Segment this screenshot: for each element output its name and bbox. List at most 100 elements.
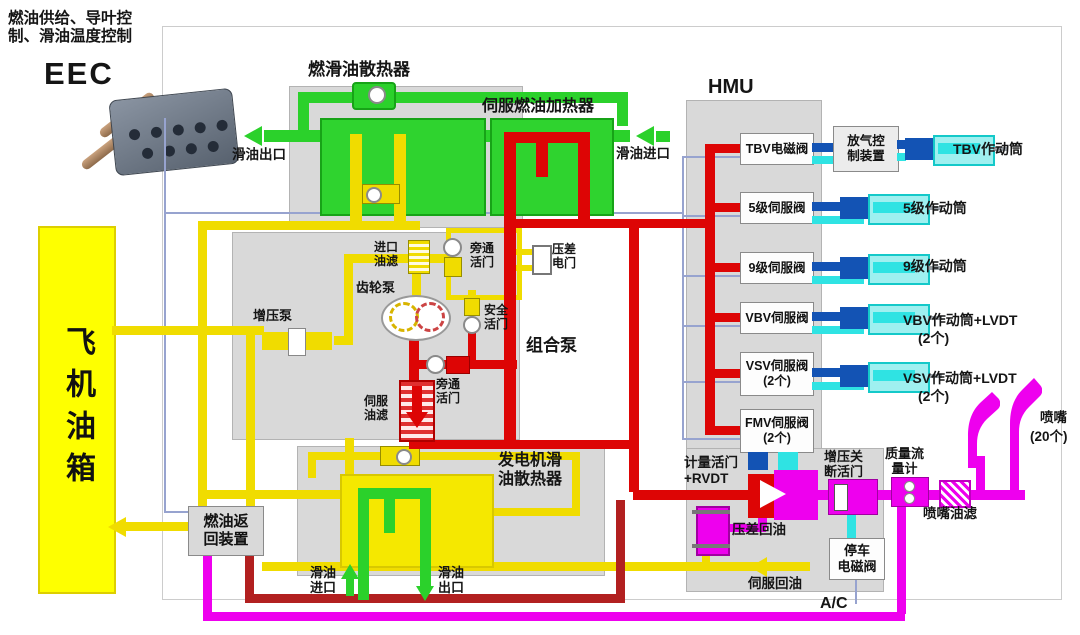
- oil-outlet-arrow: [244, 126, 262, 146]
- gen-cooler-pipe: [308, 452, 316, 478]
- actuator-rod: [938, 143, 980, 154]
- gear-pump-label: 齿轮泵: [356, 280, 396, 295]
- inlet-filter-label: 进口油滤: [374, 240, 399, 269]
- bleed-control-label: 制装置: [847, 149, 885, 163]
- hmu-valve-stub: [715, 203, 740, 212]
- servo-filter-flow: [412, 386, 422, 412]
- bypass-valve2-ball: [426, 355, 445, 374]
- return-device-label: 燃油返: [203, 513, 249, 530]
- inlet-filter-symbol: [408, 240, 430, 274]
- actuator-rod: [873, 312, 915, 323]
- actuator-body: [840, 197, 868, 219]
- gen-cooler-valve-ball: [396, 449, 412, 465]
- stage5-actuator-label: 5级作动筒: [903, 200, 967, 216]
- metering-valve-triangle: [760, 480, 786, 508]
- vsv-actuator-label: VSV作动筒+LVDT: [903, 370, 1017, 386]
- hp-pipe-gearpump-out: [409, 334, 419, 380]
- gen-cooler-pipe: [308, 452, 580, 460]
- vbv-actuator-count: (2个): [918, 330, 950, 346]
- fuel-nozzle: [968, 392, 1000, 468]
- actuator-rod: [873, 202, 915, 213]
- bypass-valve2-label: 旁通活门: [436, 377, 461, 406]
- hp-return-pipe: [616, 500, 625, 600]
- nozzles-count-label: (20个): [1030, 429, 1068, 444]
- hmu-valve-stub: [715, 313, 740, 322]
- tbv-actuator-label: TBV作动筒: [953, 141, 1023, 157]
- metered-pipe: [818, 490, 828, 500]
- metered-bottom-pipe: [203, 612, 905, 621]
- gen-oil-inlet-stem: [346, 578, 354, 596]
- shutoff-valve-piston: [834, 484, 848, 511]
- tank-label: 飞机油箱: [61, 326, 94, 494]
- oil-inlet-label: 滑油进口: [616, 146, 670, 161]
- hp-downcomer-pipe: [629, 228, 639, 492]
- servo-filter-label: 伺服油滤: [364, 394, 389, 423]
- bypass-valve2-symbol: [426, 354, 470, 374]
- actuation-pipe: [812, 368, 842, 377]
- eec-signal-line: [164, 118, 166, 512]
- metered-pipe: [927, 490, 941, 500]
- hmu-valve-stub: [715, 426, 740, 435]
- fmv-servo-stub: [778, 452, 798, 470]
- metered-pipe: [969, 490, 1025, 500]
- fuel-pipe: [412, 272, 421, 298]
- actuation-pipe: [897, 140, 906, 149]
- vsv-actuator-count: (2个): [918, 388, 950, 404]
- metered-pipe: [876, 490, 893, 500]
- eec-photo: [79, 84, 240, 189]
- safety-valve-ball: [463, 316, 481, 334]
- bleed-control-box: 放气控 制装置: [833, 126, 899, 172]
- dp-return-label: 压差回油: [732, 522, 786, 537]
- fuel-pipe: [246, 326, 255, 508]
- hmu-valve-stub: [715, 263, 740, 272]
- hp-hmu-feed-pipe: [504, 219, 714, 228]
- actuation-pipe: [812, 202, 842, 211]
- gear-right: [415, 302, 445, 332]
- servo-return-label: 伺服回油: [748, 576, 802, 591]
- valve-label: 9级伺服阀: [748, 260, 806, 275]
- heater-tube: [578, 132, 590, 228]
- servo-filter-symbol: [399, 380, 435, 442]
- gen-cooler-pipe: [490, 508, 580, 516]
- actuator-body: [840, 257, 868, 279]
- shutdown-solenoid-box: 停车 电磁阀: [829, 538, 885, 580]
- gen-oil-tube: [384, 499, 395, 533]
- dp-switch-symbol: [532, 245, 552, 275]
- annotation-text: 燃油供给、导叶控 制、滑油温度控制: [8, 10, 133, 46]
- valve-label: VBV伺服阀: [745, 310, 809, 325]
- nozzles-label: 喷嘴: [1040, 410, 1067, 425]
- heater-tube: [504, 132, 590, 143]
- eec-label: EEC: [44, 56, 114, 91]
- oil-pipe: [617, 98, 628, 126]
- actuator-rod: [873, 262, 915, 273]
- hp-return-pipe: [245, 552, 254, 600]
- oil-check-valve-ball: [368, 86, 386, 104]
- tank-return-arrow: [108, 517, 126, 537]
- nozzle-filter-symbol: [939, 480, 971, 508]
- gen-oil-tube: [358, 488, 369, 600]
- metered-return-pipe: [203, 552, 212, 616]
- servo-return-stub: [812, 326, 864, 334]
- servo-return-arrow: [750, 557, 767, 577]
- bypass-valve-ball: [443, 238, 462, 257]
- gen-cooler-pipe: [572, 452, 580, 514]
- actuator-rod: [873, 370, 915, 381]
- eec-signal-line: [164, 511, 190, 513]
- hp-riser-pipe: [504, 226, 516, 442]
- fmv-actuation-stub: [748, 452, 768, 470]
- flow-meter-label: 质量流量计: [885, 446, 925, 477]
- servo-return-stub: [812, 156, 833, 164]
- fcoc-fuel-valve-ball: [366, 187, 382, 203]
- boost-pump-symbol: [260, 326, 336, 356]
- tank-return-pipe: [126, 522, 190, 531]
- hmu-distribution-pipe: [705, 144, 715, 435]
- valve-count: (2个): [763, 431, 791, 445]
- boost-pump-label: 增压泵: [253, 308, 293, 323]
- boost-pump-right: [306, 332, 332, 350]
- servo-filter-arrow: [406, 412, 428, 428]
- nozzle-filter-label: 喷嘴油滤: [923, 506, 977, 521]
- hmu-valve-stage9: 9级伺服阀: [740, 252, 814, 284]
- fcoc-title: 燃滑油散热器: [308, 60, 410, 79]
- gear-pump-symbol: [381, 295, 451, 341]
